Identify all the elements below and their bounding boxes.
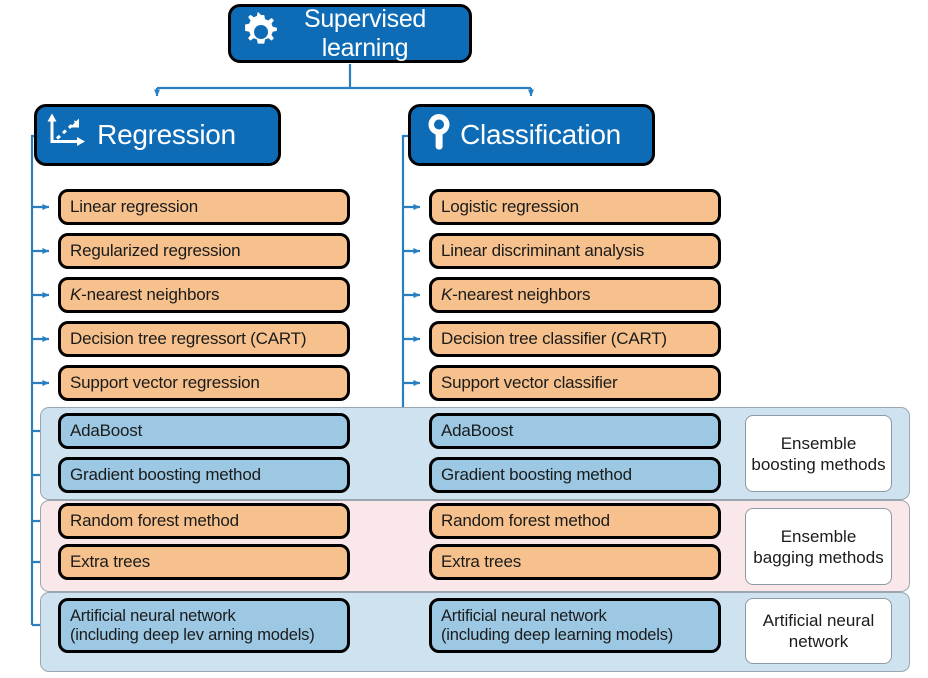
scatter-axes-icon	[46, 112, 88, 159]
node-classification-item[interactable]: Random forest method	[429, 503, 721, 539]
node-regression-item[interactable]: Regularized regression	[58, 233, 350, 269]
node-label: Supervised learning	[303, 4, 427, 62]
node-regression-item[interactable]: Support vector regression	[58, 365, 350, 401]
node-label: AdaBoost	[70, 421, 143, 440]
node-label: Support vector classifier	[441, 373, 618, 392]
node-label: Linear regression	[70, 197, 198, 216]
node-regression[interactable]: Regression	[34, 104, 281, 166]
group-label-line1: Ensemble	[780, 433, 857, 453]
node-classification-item[interactable]: Extra trees	[429, 544, 721, 580]
node-label: Regularized regression	[70, 241, 241, 260]
node-regression-item[interactable]: AdaBoost	[58, 413, 350, 449]
node-regression-item[interactable]: Artificial neural network (including dee…	[58, 598, 350, 653]
group-label-line2: network	[788, 632, 849, 651]
node-regression-item[interactable]: Decision tree regressort (CART)	[58, 321, 350, 357]
gear-icon	[239, 11, 283, 60]
node-label: Regression	[97, 119, 236, 150]
node-regression-item[interactable]: Linear regression	[58, 189, 350, 225]
node-label-line1: Artificial neural network	[441, 606, 607, 625]
node-supervised-learning[interactable]: Supervised learning	[228, 4, 472, 63]
node-label: Random forest method	[441, 511, 610, 530]
node-label-multiline: Artificial neural network (including dee…	[441, 607, 673, 645]
node-label: Extra trees	[70, 552, 150, 571]
group-label-text: Artificial neural network	[763, 610, 875, 652]
node-label: Decision tree regressort (CART)	[70, 329, 307, 348]
node-label-rest: -nearest neighbors	[452, 285, 591, 304]
magnifier-pin-icon	[420, 112, 460, 159]
group-label-ensemble-bagging: Ensemble bagging methods	[745, 508, 892, 585]
node-label-line2: (including deep lev arning models)	[70, 625, 315, 644]
node-classification-item[interactable]: Artificial neural network (including dee…	[429, 598, 721, 653]
node-label-line2: (including deep learning models)	[441, 625, 674, 644]
group-label-ensemble-boosting: Ensemble boosting methods	[745, 415, 892, 492]
node-label-rest: -nearest neighbors	[81, 285, 220, 304]
node-regression-item[interactable]: Extra trees	[58, 544, 350, 580]
node-classification-item[interactable]: Logistic regression	[429, 189, 721, 225]
italic-k: K	[70, 285, 82, 304]
node-label: Random forest method	[70, 511, 239, 530]
node-classification-item[interactable]: Gradient boosting method	[429, 457, 721, 493]
group-label-line2: boosting methods	[751, 454, 886, 474]
node-classification-item[interactable]: Linear discriminant analysis	[429, 233, 721, 269]
group-label-text: Ensemble boosting methods	[751, 433, 885, 475]
node-label-multiline: Artificial neural network (including dee…	[70, 607, 315, 645]
group-label-text: Ensemble bagging methods	[753, 526, 883, 568]
node-label-line1: Artificial neural network	[70, 606, 236, 625]
node-label: Decision tree classifier (CART)	[441, 329, 667, 348]
node-regression-item[interactable]: K-nearest neighbors	[58, 277, 350, 313]
node-label: Support vector regression	[70, 373, 260, 392]
node-classification-item[interactable]: K-nearest neighbors	[429, 277, 721, 313]
node-classification-item[interactable]: Support vector classifier	[429, 365, 721, 401]
group-label-artificial-neural-network: Artificial neural network	[745, 598, 892, 664]
node-label: Extra trees	[441, 552, 521, 571]
node-regression-item[interactable]: Gradient boosting method	[58, 457, 350, 493]
node-classification-item[interactable]: AdaBoost	[429, 413, 721, 449]
italic-k: K	[441, 285, 453, 304]
node-label: Classification	[460, 119, 621, 150]
group-label-line1: Artificial neural	[762, 611, 875, 630]
node-classification[interactable]: Classification	[408, 104, 655, 166]
group-label-line2: bagging methods	[753, 547, 884, 567]
node-regression-item[interactable]: Random forest method	[58, 503, 350, 539]
group-label-line1: Ensemble	[780, 526, 857, 546]
node-label: K-nearest neighbors	[441, 285, 590, 305]
node-classification-item[interactable]: Decision tree classifier (CART)	[429, 321, 721, 357]
node-label: Gradient boosting method	[70, 465, 261, 484]
node-label: Logistic regression	[441, 197, 579, 216]
node-label: Linear discriminant analysis	[441, 241, 645, 260]
node-label: Gradient boosting method	[441, 465, 632, 484]
node-label: AdaBoost	[441, 421, 514, 440]
node-label: K-nearest neighbors	[70, 285, 219, 305]
